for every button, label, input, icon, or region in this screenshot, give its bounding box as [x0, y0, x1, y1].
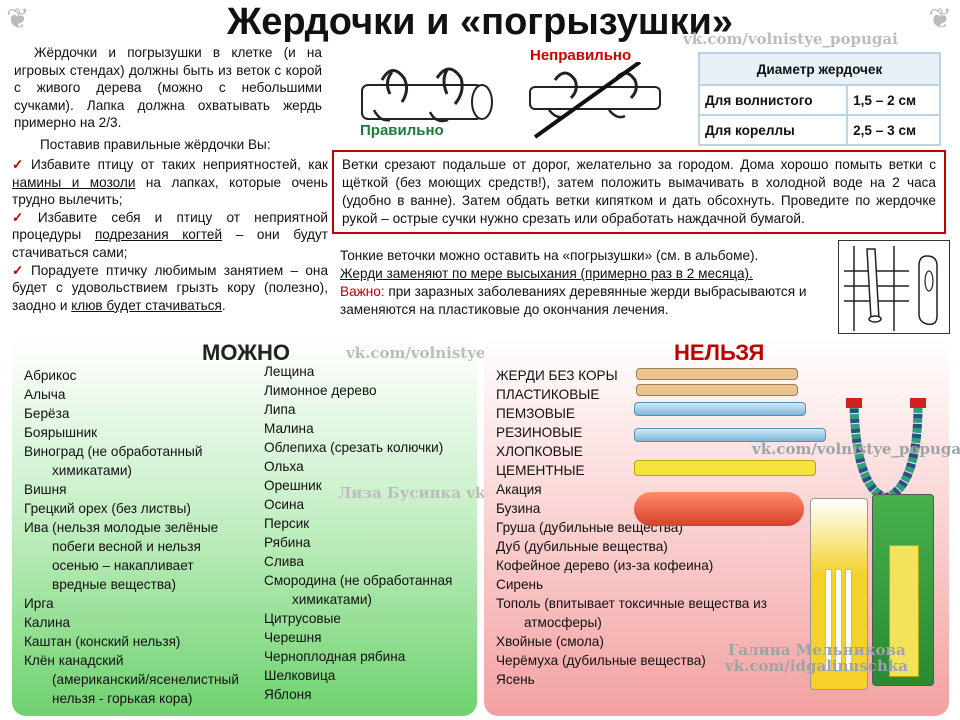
intro-text: Жёрдочки и погрызушки в клетке (и на игр…	[14, 45, 322, 131]
allowed-tree-item: Лещина	[264, 364, 315, 379]
allowed-tree-item: Ирга	[24, 596, 54, 611]
tip-item: ✓Порадуете птичку любимым занятием – она…	[12, 262, 329, 313]
ornament-left: ❦	[6, 3, 30, 34]
allowed-tree-item: Калина	[24, 615, 71, 630]
watermark-top: vk.com/volnistye_popugai	[683, 30, 898, 48]
correct-grip-illustration	[361, 67, 493, 123]
forbidden-item: Черёмуха (дубильные вещества)	[496, 653, 706, 668]
tip-item: ✓Избавите себя и птицу от неприятной про…	[12, 209, 329, 260]
pumice-perch-image	[634, 492, 804, 526]
bare-wood-perch-image	[636, 384, 798, 396]
forbidden-item: ПЛАСТИКОВЫЕ	[496, 387, 600, 402]
plastic-perch-image	[634, 428, 826, 442]
tips-list: ✓Избавите птицу от таких неприятностей, …	[12, 156, 328, 314]
allowed-tree-item: Каштан (конский нельзя)	[24, 634, 181, 649]
allowed-tree-item: Персик	[264, 516, 310, 531]
allowed-tree-item: Орешник	[264, 478, 322, 493]
wrong-grip-illustration	[529, 62, 661, 139]
allowed-tree-item: Алыча	[24, 387, 66, 402]
important-label: Важно:	[340, 284, 385, 299]
mineral-perch-package-image	[872, 494, 934, 686]
forbidden-item: ЖЕРДИ БЕЗ КОРЫ	[496, 368, 618, 383]
forbidden-item: Хвойные (смола)	[496, 634, 604, 649]
watermark-author2-link: vk.com/idgalinuschka	[725, 657, 909, 675]
allowed-tree-item: Липа	[264, 402, 296, 417]
allowed-tree-item: Малина	[264, 421, 314, 436]
forbidden-item: РЕЗИНОВЫЕ	[496, 425, 583, 440]
forbidden-item: Бузина	[496, 501, 541, 516]
allowed-tree-item: Рябина	[264, 535, 311, 550]
check-icon: ✓	[12, 262, 27, 278]
allowed-tree-item: Шелковица	[264, 668, 336, 683]
forbidden-item: Кофейное дерево (из-за кофеина)	[496, 558, 714, 573]
allowed-tree-item: Ольха	[264, 459, 304, 474]
forbidden-item: Акация	[496, 482, 542, 497]
lead-text: Поставив правильные жёрдочки Вы:	[40, 137, 271, 152]
correct-label: Правильно	[360, 122, 444, 139]
forbidden-item: Груша (дубильные вещества)	[496, 520, 683, 535]
forbidden-item: Сирень	[496, 577, 544, 592]
forbidden-item: Ясень	[496, 672, 535, 687]
preparation-note: Ветки срезают подальше от дорог, желател…	[332, 150, 946, 234]
check-icon: ✓	[12, 209, 34, 225]
allowed-tree-item: Черноплодная рябина	[264, 649, 406, 664]
yellow-plastic-perch-image	[634, 460, 816, 476]
allowed-tree-item: Осина	[264, 497, 305, 512]
allowed-tree-item: Вишня	[24, 482, 67, 497]
packaged-perch-image	[810, 498, 868, 690]
bare-wood-perch-image	[636, 368, 798, 380]
allowed-tree-item: Лимонное дерево	[264, 383, 377, 398]
allowed-tree-item: Слива	[264, 554, 304, 569]
allowed-tree-item: Боярышник	[24, 425, 98, 440]
plastic-perch-image	[634, 402, 806, 416]
allowed-tree-item: Яблоня	[264, 687, 312, 702]
allowed-tree-item: Абрикос	[24, 368, 77, 383]
allowed-tree-item: Облепиха (срезать колючки)	[264, 440, 444, 455]
allowed-tree-item: Грецкий орех (без листвы)	[24, 501, 191, 516]
page-title: Жердочки и «погрызушки»	[226, 1, 734, 43]
table-header: Диаметр жердочек	[698, 52, 941, 86]
ornament-right: ❦	[928, 3, 952, 34]
replacement-note: Тонкие веточки можно оставить на «погрыз…	[340, 248, 807, 317]
forbidden-list: ЖЕРДИ БЕЗ КОРЫ ПЛАСТИКОВЫЕ ПЕМЗОВЫЕ РЕЗИНОВ…	[496, 366, 796, 689]
forbidden-item: ЦЕМЕНТНЫЕ	[496, 463, 585, 478]
watermark-author2-name: Галина Мельникова	[728, 641, 906, 659]
allowed-tree-item: Клён канадский(американский/ясенелистный…	[24, 653, 239, 706]
wrong-label: Неправильно	[530, 47, 632, 64]
perch-size-illustration	[838, 240, 950, 334]
allowed-tree-item: Черешня	[264, 630, 322, 645]
allowed-title: МОЖНО	[196, 340, 297, 366]
forbidden-panel: НЕЛЬЗЯ ЖЕРДИ БЕЗ КОРЫ ПЛАСТИКОВЫЕ ПЕМЗОВЫЕ…	[484, 338, 949, 716]
forbidden-item: ХЛОПКОВЫЕ	[496, 444, 583, 459]
check-icon: ✓	[12, 157, 27, 172]
watermark-middle-right: vk.com/volnistye_popugai	[752, 440, 960, 458]
tip-item: ✓Избавите птицу от таких неприятностей, …	[12, 157, 328, 208]
forbidden-item: ПЕМЗОВЫЕ	[496, 406, 575, 421]
forbidden-title: НЕЛЬЗЯ	[668, 340, 771, 366]
allowed-tree-item: Берёза	[24, 406, 70, 421]
forbidden-item: Дуб (дубильные вещества)	[496, 539, 668, 554]
allowed-tree-item: Цитрусовые	[264, 611, 341, 626]
